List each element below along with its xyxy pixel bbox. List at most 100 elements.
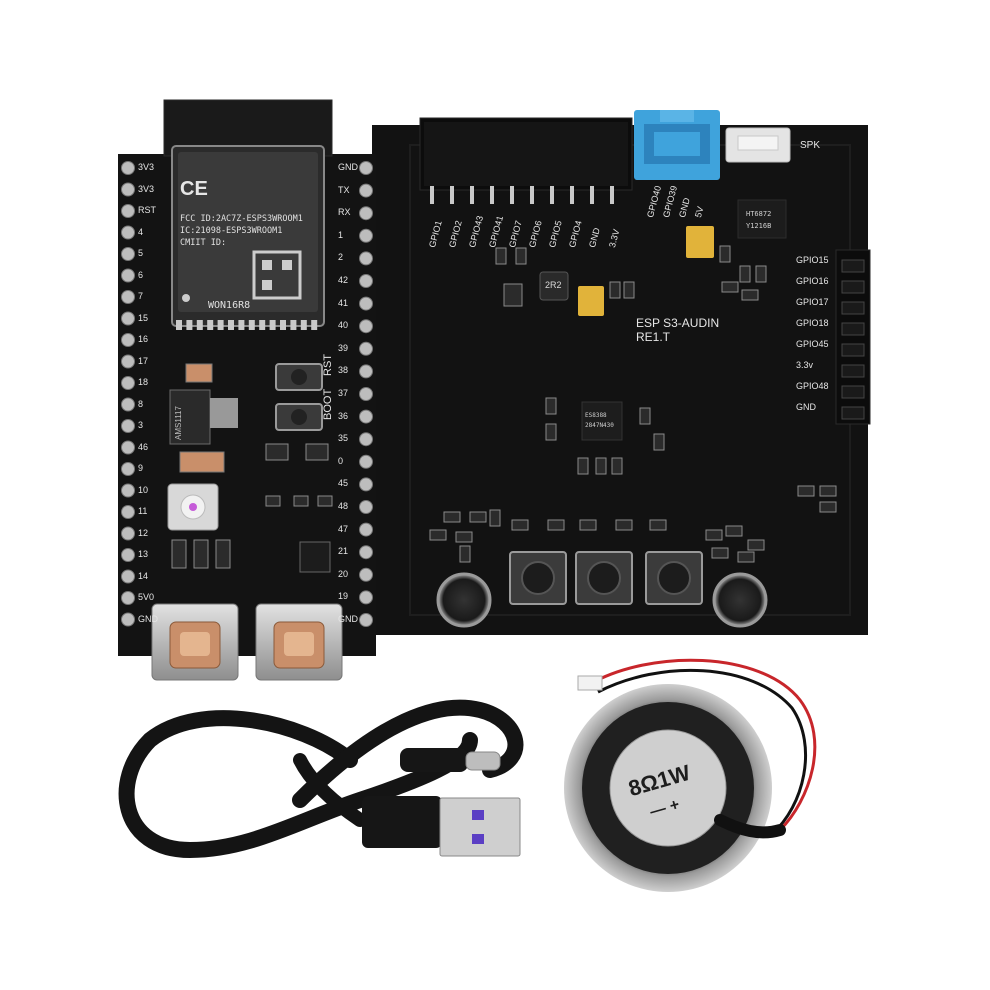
pin-label: 2 <box>338 252 344 263</box>
right-header <box>835 249 871 425</box>
ic-id-text: IC:21098-ESPS3WROOM1 <box>180 226 283 236</box>
pin-label: GND <box>338 614 358 624</box>
header-pin <box>359 387 373 401</box>
header-pin <box>121 548 135 562</box>
module-model-text: WON16R8 <box>208 300 251 311</box>
header-pin <box>359 341 373 356</box>
pin-label: 35 <box>338 433 349 444</box>
jst-plug <box>577 675 603 691</box>
header-pin <box>121 225 135 240</box>
pin-label: 10 <box>138 484 149 495</box>
pin-label: 41 <box>338 297 349 308</box>
regulator-label: AMS1117 <box>174 406 183 440</box>
tantalum-cap <box>686 226 714 258</box>
header-pin <box>121 612 135 627</box>
header-pin <box>359 251 373 266</box>
amp-label-2: Y1216B <box>746 222 772 230</box>
header-pin <box>121 161 135 175</box>
usb-c-port[interactable] <box>255 603 343 681</box>
pin-label: 5 <box>138 248 144 258</box>
header-pin <box>359 274 373 288</box>
pin-label: 48 <box>338 501 349 511</box>
pin-label: 40 <box>338 320 349 331</box>
header-pin <box>121 333 135 347</box>
usb-c-plug <box>400 748 501 772</box>
blue-connector <box>634 110 720 180</box>
pin-label: RX <box>338 207 351 218</box>
codec-chip <box>581 401 623 441</box>
pin-label: 11 <box>138 506 148 516</box>
resistor <box>185 363 213 383</box>
header-pin <box>121 376 135 390</box>
codec-label-1: ES8388 <box>585 412 607 419</box>
pin-label: GND <box>338 162 358 172</box>
header-pin <box>359 183 373 198</box>
pin-label: 47 <box>338 523 349 534</box>
speaker <box>564 658 817 892</box>
pin-label: TX <box>338 184 350 195</box>
regulator-tab <box>210 398 238 428</box>
amp-chip <box>737 199 787 239</box>
gpio-label: GPIO16 <box>796 276 829 286</box>
header-pin <box>121 247 135 261</box>
right-pin-header <box>359 161 373 627</box>
header-pin <box>121 268 135 283</box>
pin-label: 5V0 <box>138 592 155 602</box>
header-pin <box>359 613 373 627</box>
gpio-label: 3.3v <box>796 360 814 370</box>
rst-label: RST <box>322 354 334 376</box>
speaker-label-disc <box>609 729 727 847</box>
header-pin <box>121 440 135 455</box>
pin-label: 17 <box>138 355 149 366</box>
button-row <box>509 551 703 605</box>
header-pin <box>121 290 135 304</box>
pin-label: 14 <box>138 570 149 581</box>
header-pin <box>121 397 135 412</box>
pin-label: 20 <box>338 568 349 579</box>
header-pin <box>359 545 373 560</box>
pin-label: 18 <box>138 377 149 387</box>
pin-label: 9 <box>138 463 144 473</box>
pin-label: 13 <box>138 549 149 559</box>
codec-label-2: 2847N430 <box>585 422 614 429</box>
board-title: ESP S3-AUDIN <box>636 316 720 330</box>
tantalum-cap <box>578 286 604 316</box>
fcc-id-text: FCC ID:2AC7Z-ESPS3WROOM1 <box>180 214 303 224</box>
audio-board <box>372 110 871 635</box>
tact-button[interactable] <box>575 551 633 605</box>
pin-label: 38 <box>338 365 349 376</box>
usb-a-plug <box>362 796 521 857</box>
header-pin <box>359 319 373 334</box>
header-pin <box>121 204 135 218</box>
pin-label: 36 <box>338 410 349 421</box>
gpio-label: GPIO45 <box>796 339 829 349</box>
pin-label: 6 <box>138 269 144 280</box>
header-pin <box>121 569 135 584</box>
microphone <box>436 572 492 628</box>
gpio-label: GPIO18 <box>796 318 829 328</box>
microphone <box>712 572 768 628</box>
pin-label: GND <box>138 613 158 624</box>
header-pin <box>359 296 373 311</box>
header-pin <box>359 454 373 469</box>
top-header <box>419 117 633 204</box>
header-pin <box>121 354 135 369</box>
tact-button[interactable] <box>509 551 567 605</box>
gpio-label: GPIO17 <box>796 297 829 307</box>
pin-label: 16 <box>138 334 149 344</box>
tact-button[interactable] <box>645 551 703 605</box>
header-pin <box>121 462 135 476</box>
pin-label: 42 <box>338 275 349 285</box>
pin-label: 4 <box>138 226 144 237</box>
esp32-dev-board <box>118 99 376 681</box>
gpio-label: GPIO15 <box>796 255 829 265</box>
header-pin <box>359 228 373 243</box>
qr-code-icon <box>252 250 302 300</box>
header-pin <box>121 182 135 197</box>
header-pin <box>121 591 135 605</box>
pin-label: 37 <box>338 388 349 398</box>
usb-c-port[interactable] <box>151 603 239 681</box>
gpio-label: GPIO48 <box>796 381 829 391</box>
spk-label: SPK <box>800 140 821 151</box>
